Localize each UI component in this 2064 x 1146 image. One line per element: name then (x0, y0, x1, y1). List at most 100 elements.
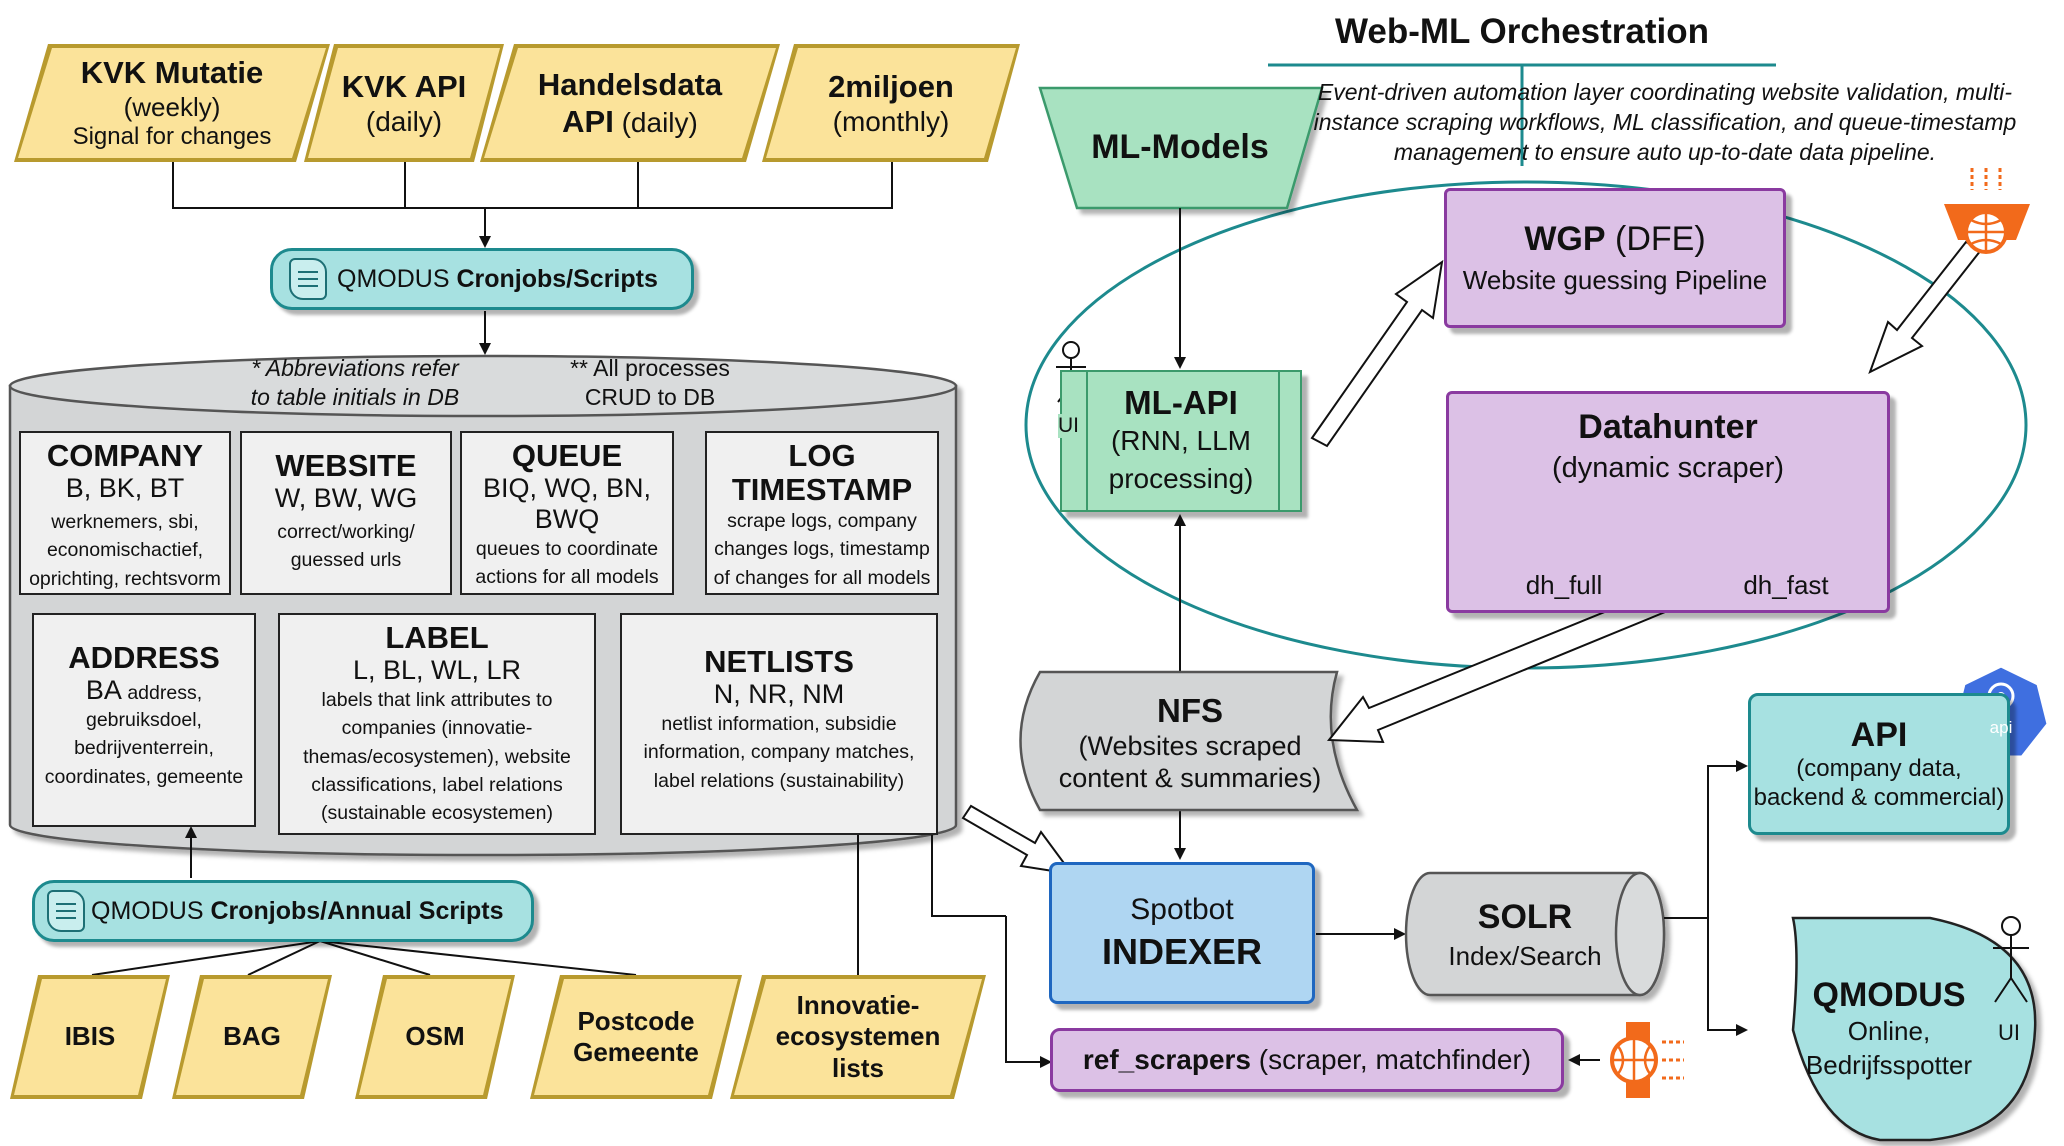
table-title: QUEUE (511, 438, 623, 473)
table-desc: themas/ecosystemen), website (303, 745, 571, 768)
nfs[interactable]: NFS (Websites scraped content & summarie… (1030, 680, 1350, 806)
solr[interactable]: SOLR Index/Search (1410, 880, 1640, 990)
table-desc: netlist information, subsidie (661, 713, 897, 736)
ml-api-title: ML-API (1124, 384, 1238, 422)
datahunter-title: Datahunter (1578, 408, 1758, 446)
source-2miljoen[interactable]: 2miljoen (monthly) (762, 44, 1020, 162)
orchestration-title: Web-ML Orchestration (1334, 12, 1710, 51)
note-line: ** All processes (570, 355, 730, 381)
table-desc: queues to coordinate (475, 538, 659, 561)
api-title: API (1850, 715, 1908, 754)
table-desc: changes logs, timestamp (714, 538, 930, 561)
source-label: lists (831, 1052, 884, 1083)
wgp-subtitle: Website guessing Pipeline (1462, 265, 1768, 295)
ml-api-box[interactable]: ML-API (RNN, LLM processing) (1060, 370, 1302, 512)
qmodus-actor-icon (1993, 916, 2029, 1003)
source-label: IBIS (64, 1021, 116, 1052)
orchestration-description: Event-driven automation layer coordinati… (1313, 79, 2017, 165)
dh-fast-label[interactable]: dh_fast (1743, 570, 1829, 600)
qmodus-actor-label: UI (1998, 1020, 2020, 1045)
db-to-refscrapers-connector (931, 835, 1006, 917)
note-line: CRUD to DB (584, 383, 716, 410)
table-title: COMPANY (46, 438, 204, 473)
table-desc: information, company matches, (643, 741, 915, 764)
ref-scrapers-title: ref_scrapers (1082, 1044, 1251, 1075)
ml-api-line: processing) (1108, 463, 1254, 494)
source-note: Signal for changes (72, 122, 272, 150)
dh-full-label[interactable]: dh_full (1525, 570, 1603, 600)
db-note-crud: ** All processes CRUD to DB (540, 354, 760, 412)
source-frequency: (weekly) (123, 91, 221, 122)
wgp-box[interactable]: WGP (DFE) Website guessing Pipeline (1444, 188, 1786, 328)
nfs-shape (1019, 670, 1360, 812)
table-abbr: BA (85, 675, 122, 706)
globe-icon-top (1944, 168, 2030, 254)
source-kvk-mutatie[interactable]: KVK Mutatie (weekly) Signal for changes (14, 44, 330, 162)
table-desc: werknemers, sbi, (51, 511, 199, 534)
table-address[interactable]: ADDRESS BA address, gebruiksdoel, bedrij… (32, 613, 256, 827)
top-sources-connectors (172, 162, 893, 248)
datahunter-box[interactable]: Datahunter (dynamic scraper) dh_full dh_… (1446, 391, 1890, 613)
source-frequency: (monthly) (832, 105, 950, 137)
source-label: Postcode (577, 1005, 695, 1036)
cron-label: Cronjobs/Annual Scripts (210, 896, 504, 925)
table-title: LOG (788, 438, 856, 473)
table-abbr-2: BWQ (534, 504, 600, 535)
spotbot-indexer[interactable]: Spotbot INDEXER (1049, 862, 1315, 1004)
source-bag[interactable]: BAG (172, 975, 332, 1099)
table-title: WEBSITE (275, 448, 417, 483)
table-label[interactable]: LABEL L, BL, WL, LR labels that link att… (278, 613, 596, 835)
nfs-line: (Websites scraped (1078, 730, 1302, 761)
ml-models-shape (1038, 86, 1324, 210)
table-title-2: TIMESTAMP (731, 472, 913, 508)
table-desc: classifications, label relations (311, 773, 563, 796)
script-icon (289, 258, 327, 300)
cron-scripts-pill[interactable]: QMODUS Cronjobs/Scripts (270, 248, 694, 310)
source-label: BAG (223, 1021, 281, 1052)
source-osm[interactable]: OSM (355, 975, 515, 1099)
qmodus-title: QMODUS (1812, 975, 1966, 1014)
table-log-timestamp[interactable]: LOG TIMESTAMP scrape logs, company chang… (705, 431, 939, 595)
source-handelsdata-api[interactable]: Handelsdata API (daily) (480, 44, 780, 162)
db-to-refscrapers-arrow (1005, 916, 1052, 1068)
table-desc: gebruiksdoel, (85, 709, 202, 732)
annual-cron-scripts-pill[interactable]: QMODUS Cronjobs/Annual Scripts (32, 880, 534, 942)
source-title: KVK Mutatie (80, 55, 264, 91)
source-kvk-api[interactable]: KVK API (daily) (304, 44, 504, 162)
table-desc: bedrijventerrein, (74, 737, 214, 760)
table-abbr: W, BW, WG (274, 483, 418, 514)
table-desc: economischactief, (46, 539, 204, 562)
api-line: (company data, (1796, 754, 1962, 782)
source-title: 2miljoen (828, 68, 954, 104)
ml-api-actor-label: UI (1058, 414, 1079, 438)
source-label: ecosystemen (775, 1021, 941, 1052)
ref-scrapers-box[interactable]: ref_scrapers (scraper, matchfinder) (1050, 1028, 1564, 1092)
source-ibis[interactable]: IBIS (10, 975, 170, 1099)
api-box[interactable]: API (company data, backend & commercial) (1748, 693, 2010, 835)
mlapi-to-wgp-hollow-arrow (1310, 259, 1444, 448)
source-label: OSM (405, 1021, 465, 1052)
table-desc: (sustainable ecosystemen) (321, 802, 553, 825)
note-line: to table initials in DB (250, 383, 460, 410)
nfs-title: NFS (1157, 691, 1223, 729)
table-website[interactable]: WEBSITE W, BW, WG correct/working/ guess… (240, 431, 452, 595)
db-to-spotbot-hollow-arrow (961, 804, 1075, 876)
source-title-2: API (562, 104, 614, 139)
table-title: ADDRESS (68, 640, 220, 675)
solr-outputs (1664, 760, 1748, 1036)
nfs-line: content & summaries) (1058, 763, 1322, 793)
qmodus-online[interactable]: QMODUS Online, Bedrijfsspotter (1800, 964, 1978, 1094)
datahunter-subtitle: (dynamic scraper) (1551, 452, 1785, 484)
table-abbr: BIQ, WQ, BN, (482, 473, 651, 504)
table-netlists[interactable]: NETLISTS N, NR, NM netlist information, … (620, 613, 938, 835)
source-label: Gemeente (573, 1037, 699, 1067)
ml-models[interactable]: ML-Models (1060, 112, 1300, 182)
table-company[interactable]: COMPANY B, BK, BT werknemers, sbi, econo… (19, 431, 231, 595)
db-note-abbreviations: * Abbreviations refer to table initials … (220, 354, 490, 412)
table-queue[interactable]: QUEUE BIQ, WQ, BN, BWQ queues to coordin… (460, 431, 674, 595)
ml-models-label: ML-Models (1091, 127, 1269, 166)
table-desc: companies (innovatie- (341, 717, 533, 740)
table-desc: actions for all models (475, 566, 659, 589)
